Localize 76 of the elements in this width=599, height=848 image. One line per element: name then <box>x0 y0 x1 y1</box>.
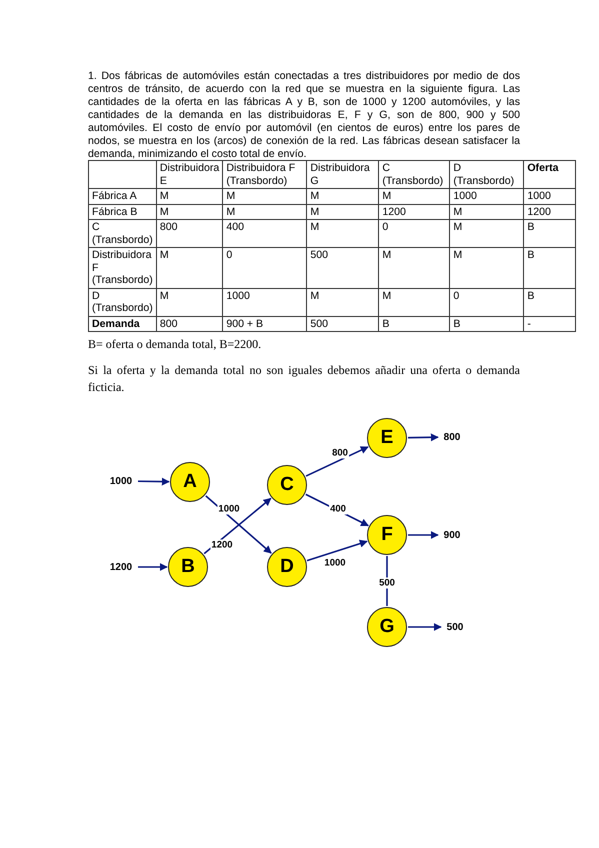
table-cell: M <box>156 248 223 288</box>
table-cell: C (Transbordo) <box>88 220 156 248</box>
table-cell: M <box>450 220 524 248</box>
table-cell: M <box>306 220 379 248</box>
quantity-text: 800 <box>440 430 464 444</box>
table-cell: Distribuidora F (Transbordo) <box>88 248 156 288</box>
table-cell: Fábrica A <box>88 188 156 204</box>
table-cell: B <box>524 220 576 248</box>
table-cell: - <box>524 316 576 332</box>
note-text: Si la oferta y la demanda total no son iguales debemos añadir una oferta o demanda ficticia. <box>88 362 520 396</box>
table-cell: 400 <box>222 220 307 248</box>
table-cell: M <box>222 188 307 204</box>
table-cell: 500 <box>306 248 379 288</box>
node-circle: E <box>367 418 407 458</box>
table-cell: M <box>378 248 450 288</box>
table-cell: M <box>156 288 223 316</box>
table-cell: B <box>524 288 576 316</box>
edge-label: 1000 <box>323 558 347 568</box>
table-cell: M <box>378 188 450 204</box>
table-cell: M <box>156 204 223 220</box>
edge-label: 800 <box>331 448 349 458</box>
table-cell: 800 <box>156 316 223 332</box>
table-cell: B <box>450 316 524 332</box>
arrow <box>138 478 170 486</box>
edge-label: 1200 <box>210 540 234 550</box>
table-cell: Distribuidora F (Transbordo) <box>222 160 307 188</box>
arrow <box>306 446 369 477</box>
table-cell: 800 <box>156 220 223 248</box>
table-cell: M <box>306 204 379 220</box>
table-cell: Distribuidora G <box>306 160 379 188</box>
table-cell: M <box>450 204 524 220</box>
table-cell: M <box>222 204 307 220</box>
table-cell: 1000 <box>450 188 524 204</box>
table-cell: 1200 <box>524 204 576 220</box>
node-circle: D <box>267 547 307 587</box>
table-cell: 0 <box>222 248 307 288</box>
table-cell: M <box>306 288 379 316</box>
arrow <box>408 623 442 631</box>
table-cell: 900 + B <box>222 316 307 332</box>
arrow <box>138 563 168 571</box>
quantity-text: 900 <box>440 528 464 542</box>
quantity-text: 500 <box>443 620 467 634</box>
table-cell: Demanda <box>88 316 156 332</box>
table-cell: 1200 <box>378 204 450 220</box>
table-cell: M <box>450 248 524 288</box>
table-cell: D (Transbordo) <box>450 160 524 188</box>
node-circle: F <box>367 515 407 555</box>
arrow <box>408 531 439 539</box>
node-circle: A <box>170 462 210 502</box>
arrow <box>408 433 439 442</box>
node-circle: G <box>367 607 407 647</box>
edge-label: 400 <box>329 504 347 514</box>
table-cell: Oferta <box>524 160 576 188</box>
table-cell: B <box>378 316 450 332</box>
table-cell: 0 <box>450 288 524 316</box>
table-cell: M <box>378 288 450 316</box>
table-cell: D (Transbordo) <box>88 288 156 316</box>
table-cell: 0 <box>378 220 450 248</box>
table-cell: 1000 <box>524 188 576 204</box>
table-cell: B <box>524 248 576 288</box>
quantity-text: 1200 <box>106 560 136 574</box>
table-cell: Fábrica B <box>88 204 156 220</box>
note-text: B= oferta o demanda total, B=2200. <box>88 337 262 352</box>
quantity-text: 1000 <box>106 474 136 488</box>
arrow <box>306 540 368 562</box>
edge-label: 1000 <box>217 504 241 514</box>
table-cell: C (Transbordo) <box>378 160 450 188</box>
problem-text: 1. Dos fábricas de automóviles están conectadas a tres distribuidores por medio de dos centros de tránsito, de acuerdo con la red que se muestra en la siguiente figura. Las cantidades de la oferta en las fábricas A y B, son de 1000 y 1200 automóviles, y las cantidades de la demanda en las distribuidoras E, F y G, son de 800, 900 y 500 automóviles. El costo de envío por automóvil (en cientos de euros) entre los pares de nodos, se muestra en los (arcos) de conexión de la red. Las fábricas desean satisfacer la demanda, minimizando el costo total de envío. <box>88 70 520 161</box>
table-cell: 500 <box>306 316 379 332</box>
node-circle: B <box>168 547 208 587</box>
table-cell: Distribuidora E <box>156 160 223 188</box>
table-cell: M <box>306 188 379 204</box>
node-circle: C <box>267 465 307 505</box>
edge-label: 500 <box>378 578 396 588</box>
table-cell: M <box>156 188 223 204</box>
table-cell: 1000 <box>222 288 307 316</box>
